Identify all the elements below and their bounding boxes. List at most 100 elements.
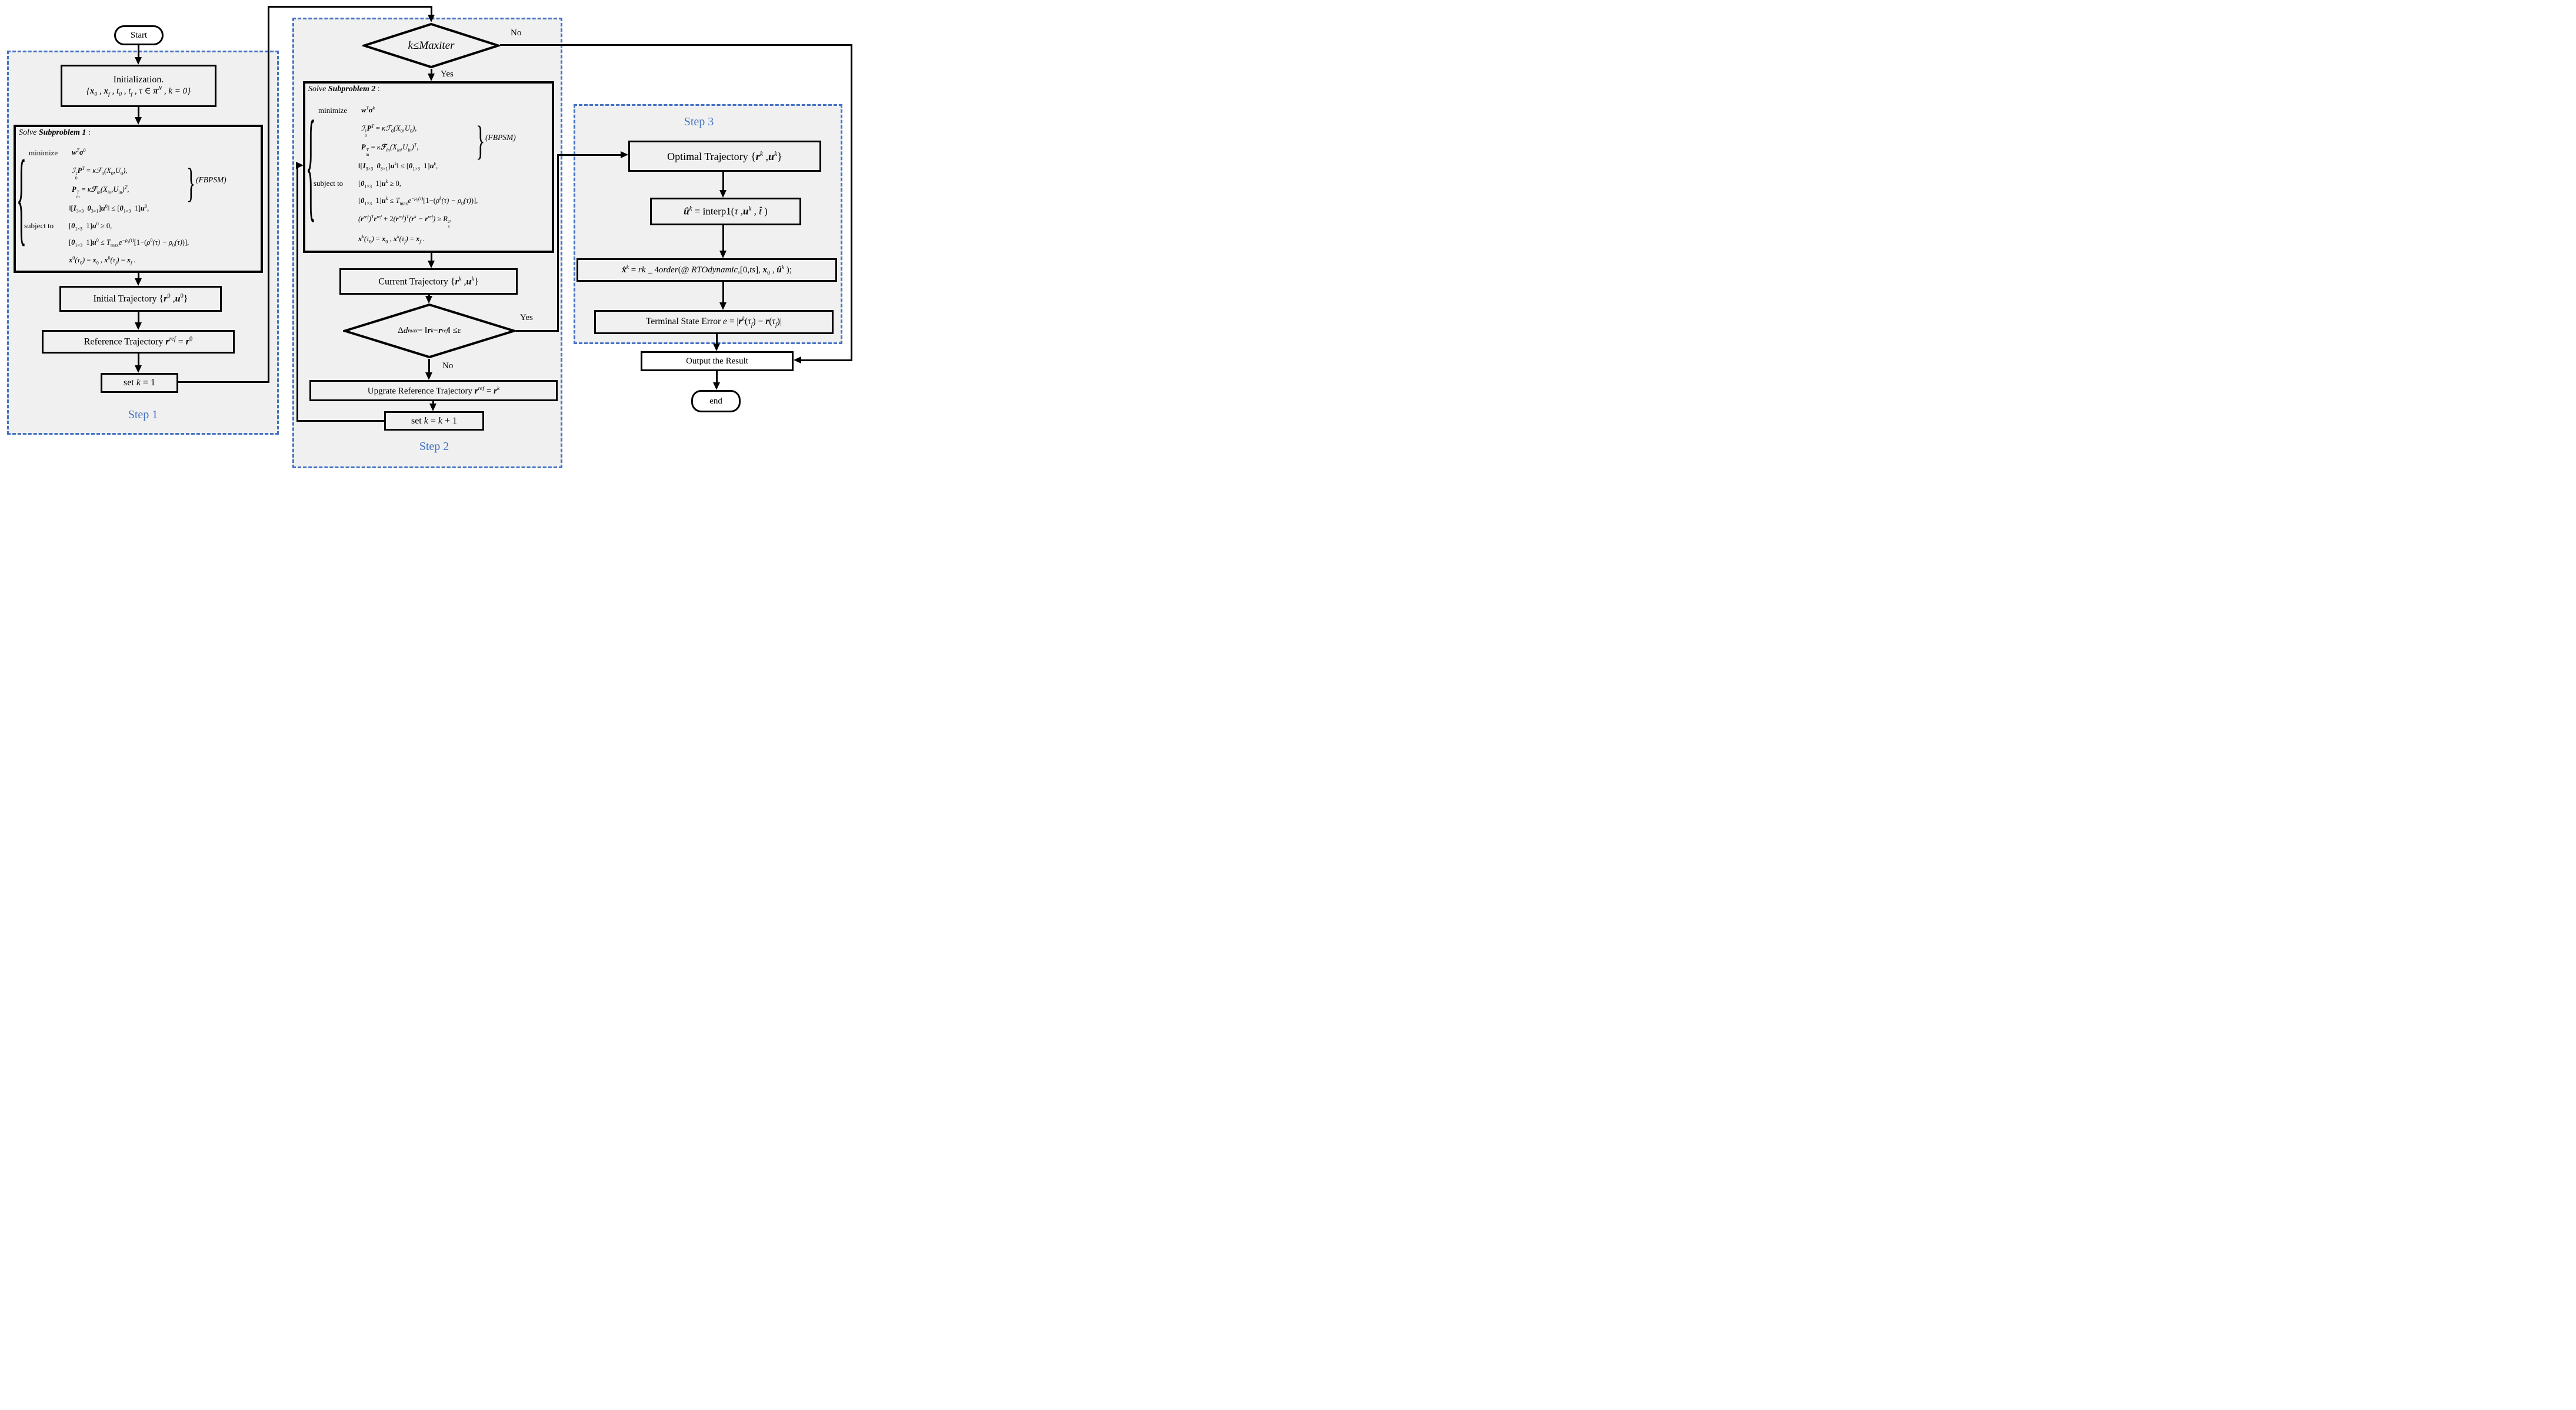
label-yes-maxiter: Yes: [441, 69, 454, 79]
connector-opttraj-interp: [722, 172, 724, 191]
subproblem1-title: Solve Subproblem 1 :: [19, 128, 91, 137]
connector-loop-top: [268, 6, 432, 8]
reference-trajectory-node: Reference Trajectory rref = r0: [42, 330, 235, 354]
arrowhead-terminal-output: [713, 344, 720, 351]
current-trajectory-node: Current Trajectory {rk ,uk}: [339, 268, 518, 295]
connector-sub1-inittraj: [138, 273, 139, 280]
connector-setk-left: [297, 420, 384, 422]
subproblem1-fbpsm-brace: }: [186, 159, 196, 206]
connector-inittraj-reftraj: [138, 312, 139, 324]
subproblem1-minimize-label: minimize: [29, 148, 58, 157]
arrowhead-sub1-inittraj: [135, 278, 142, 286]
connector-reftraj-setk1: [138, 354, 139, 366]
reference-trajectory-label: Reference Trajectory rref = r0: [84, 336, 193, 347]
connector-no-to-output: [801, 359, 852, 361]
connector-maxiter-sub2: [431, 69, 432, 75]
connector-dd-upgrade: [428, 359, 430, 374]
arrowhead-loop2-sub2: [296, 162, 304, 169]
subproblem2-fbpsm-brace: }: [476, 116, 485, 164]
subproblem2-objective: wTσk: [361, 105, 375, 115]
connector-no-down: [851, 44, 852, 361]
step2-label: Step 2: [419, 440, 449, 453]
set-k-k1-node: set k = k + 1: [384, 411, 484, 431]
optimal-trajectory-label: Optimal Trajectory {rk ,uk}: [667, 149, 782, 162]
arrowhead-no-output: [794, 356, 801, 364]
end-node: end: [691, 390, 741, 412]
initialization-title: Initialization.: [113, 74, 164, 85]
set-k-k1-label: set k = k + 1: [411, 415, 458, 426]
converge-diamond-shape: [343, 303, 516, 359]
interp-node: ûk = interp1(τ ,uk , t̂ ): [650, 198, 801, 225]
maxiter-decision-node: k ≤ Maxiter: [362, 22, 500, 69]
subproblem1-subjectto-label: subject to: [24, 221, 54, 230]
subproblem2-constraint1: [01×3 1]uk ≥ 0,: [358, 179, 401, 189]
arrowhead-reftraj-setk1: [135, 365, 142, 373]
arrowhead-maxiter-sub2: [428, 74, 435, 81]
subproblem2-subjectto-label: subject to: [314, 179, 344, 188]
label-yes-converge: Yes: [520, 313, 533, 322]
current-trajectory-label: Current Trajectory {rk ,uk}: [378, 275, 479, 287]
subproblem1-constraint1: [01×3 1]u0 ≥ 0,: [69, 221, 112, 232]
set-k-1-node: set k = 1: [101, 373, 178, 393]
connector-start-init: [138, 45, 139, 59]
start-label: Start: [130, 30, 148, 40]
output-result-label: Output the Result: [686, 356, 748, 366]
subproblem1-boundary: x0(τ0) = x0 , x0(τf) = xf .: [69, 255, 136, 266]
subproblem2-norm-constraint: ‖[I3×3 03×1]uk‖ ≤ [01×3 1]uk,: [358, 161, 438, 172]
step3-label: Step 3: [684, 115, 714, 128]
initial-trajectory-node: Initial Trajectory {r0 ,u0}: [59, 286, 222, 312]
arrowhead-opttraj-interp: [719, 190, 727, 198]
subproblem2-title: Solve Subproblem 2 :: [308, 85, 380, 94]
arrowhead-upgrade-setk: [429, 404, 436, 411]
arrowhead-sub2-curtraj: [428, 261, 435, 268]
subproblem1-objective: wTσ0: [72, 148, 86, 157]
connector-output-end: [716, 371, 718, 384]
upgrade-reference-node: Upgrate Reference Trajectory rref = rk: [309, 380, 558, 401]
connector-sub2-curtraj: [431, 253, 432, 262]
arrowhead-init-sub1: [135, 117, 142, 125]
arrowhead-dd-upgrade: [425, 372, 432, 380]
subproblem2-fbpsm-tag: (FBPSM): [485, 133, 516, 142]
connector-loop-up: [268, 6, 269, 383]
connector-rk4-terminal: [722, 282, 724, 304]
arrowhead-inittraj-reftraj: [135, 322, 142, 330]
arrowhead-loop-diamond: [428, 15, 435, 22]
connector-yes-right: [516, 330, 559, 332]
subproblem1-norm-constraint: ‖[I3×3 03×1]u0‖ ≤ [01×3 1]u0,: [69, 204, 149, 214]
terminal-error-label: Terminal State Error e = |rk(τf) − r(τf)…: [645, 315, 782, 329]
step1-label: Step 1: [128, 408, 158, 421]
interp-label: ûk = interp1(τ ,uk , t̂ ): [684, 205, 768, 217]
connector-upgrade-setk: [432, 401, 434, 405]
upgrade-reference-label: Upgrate Reference Trajectory rref = rk: [367, 385, 500, 396]
connector-interp-rk4: [722, 225, 724, 252]
terminal-error-node: Terminal State Error e = |rk(τf) − r(τf)…: [594, 310, 834, 334]
maxiter-diamond-shape: [362, 22, 500, 69]
subproblem1-system-brace: {: [16, 139, 26, 256]
connector-init-sub1: [138, 107, 139, 118]
end-label: end: [709, 396, 722, 406]
maxiter-condition-label: k ≤ Maxiter: [408, 39, 455, 52]
connector-loop-down-diamond: [431, 6, 432, 16]
rk4-node: x̂k = rk _ 4order(@ RTOdynamic,[0,ts], x…: [576, 258, 837, 282]
initialization-node: Initialization. {x0 , xf , t0 , tf , τ ∈…: [61, 65, 216, 107]
arrowhead-start-init: [135, 57, 142, 65]
subproblem2-system-brace: {: [306, 95, 316, 234]
subproblem2-constraint2: [01×3 1]uk ≤ Tmaxe−ρ0(τ)[1−(ρk(τ) − ρ0(τ…: [358, 196, 478, 206]
connector-terminal-output: [716, 334, 718, 345]
arrowhead-yes-opttraj: [621, 151, 628, 158]
arrowhead-curtraj-dd: [425, 296, 432, 304]
arrowhead-interp-rk4: [719, 251, 727, 258]
start-node: Start: [114, 25, 164, 45]
subproblem1-constraint2: [01×3 1]u0 ≤ Tmaxe−ρ0(τ)[1−(ρ0(τ) − ρ0(τ…: [69, 238, 189, 248]
subproblem2-minimize-label: minimize: [318, 106, 348, 115]
connector-yes-to-opttraj: [557, 154, 622, 156]
label-no-maxiter: No: [511, 28, 522, 38]
